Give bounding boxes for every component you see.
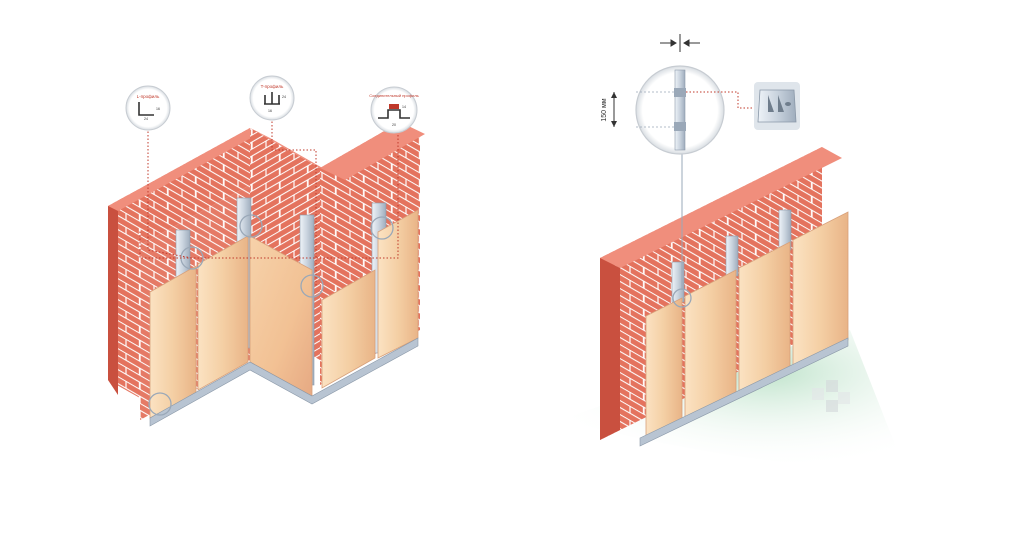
callout-leaders bbox=[139, 118, 399, 286]
callout-joint-title: Соединительный профиль bbox=[369, 93, 419, 98]
left-diagram: L-профиль 16 24 T-профиль 24 16 Соединит… bbox=[108, 75, 425, 427]
panels-left bbox=[149, 209, 419, 427]
callout-l-dim-2: 24 bbox=[144, 117, 148, 121]
callout-joint-dim-1: 14 bbox=[402, 105, 406, 109]
clip-detail bbox=[686, 82, 800, 130]
gap-dimension bbox=[660, 34, 700, 52]
decorative-squares bbox=[812, 380, 850, 412]
right-panels bbox=[639, 211, 849, 447]
callout-joint-profile: Соединительный профиль 14 20 bbox=[369, 86, 419, 134]
callout-joint-dim-2: 20 bbox=[392, 123, 396, 127]
callout-t-title: T-профиль bbox=[261, 84, 284, 89]
callout-l-title: L-профиль bbox=[137, 94, 160, 99]
spacing-label: 150 мм bbox=[601, 98, 608, 121]
magnifier-detail bbox=[635, 65, 725, 155]
right-diagram: 150 мм bbox=[560, 34, 905, 470]
callout-t-dim-1: 24 bbox=[282, 95, 286, 99]
callout-l-profile: L-профиль 16 24 bbox=[125, 85, 171, 131]
spacing-dimension: 150 мм bbox=[601, 92, 617, 127]
callout-l-dim-1: 16 bbox=[156, 107, 160, 111]
callout-t-profile: T-профиль 24 16 bbox=[249, 75, 295, 121]
callout-t-dim-2: 16 bbox=[268, 109, 272, 113]
